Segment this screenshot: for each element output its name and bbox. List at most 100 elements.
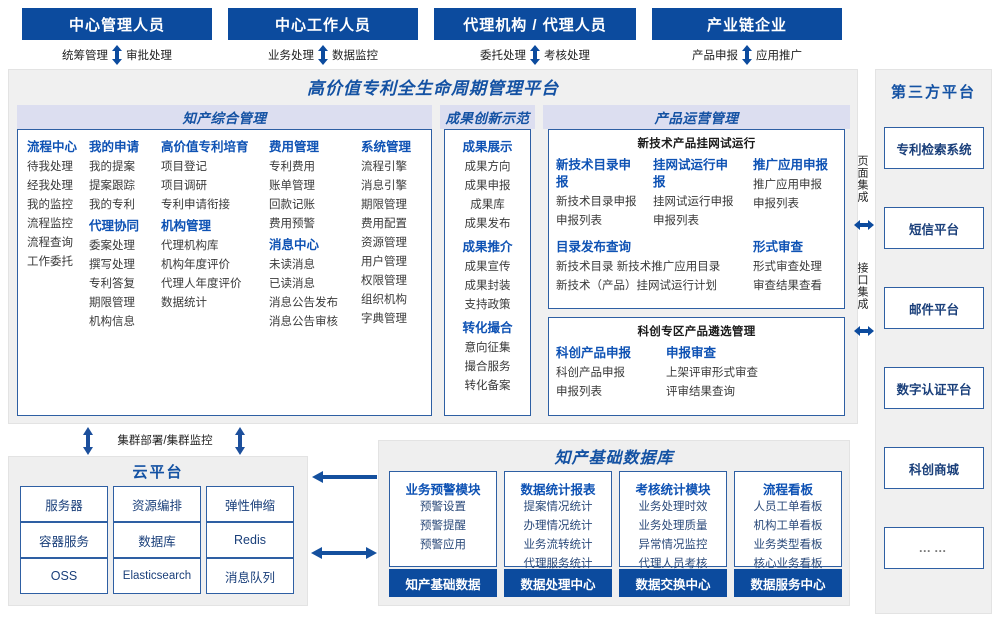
menu-item[interactable]: 提案跟踪 [89,180,135,192]
menu-item[interactable]: 已读消息 [269,278,315,290]
database-column-item[interactable]: 核心业务看板 [753,558,823,570]
menu-item[interactable]: 成果封装 [464,280,511,292]
menu-item[interactable]: 期限管理 [89,297,135,309]
database-column-item[interactable]: 预警设置 [420,501,466,513]
menu-item[interactable]: 新技术目录申报 [556,196,637,208]
menu-item[interactable]: 评审结果查询 [666,386,735,398]
menu-item[interactable]: 意向征集 [464,342,511,354]
database-column-item[interactable]: 预警应用 [420,539,466,551]
menu-item[interactable]: 申报列表 [556,215,602,227]
cloud-item-1[interactable]: 资源编排 [113,486,201,522]
menu-item[interactable]: 申报列表 [753,198,799,210]
third-party-item-4[interactable]: 科创商城 [884,447,984,489]
menu-item[interactable]: 项目调研 [161,180,207,192]
menu-item[interactable]: 专利申请衔接 [161,199,230,211]
database-column-item[interactable]: 业务流转统计 [523,539,593,551]
menu-item[interactable]: 挂网试运行申报 [653,196,734,208]
menu-item[interactable]: 费用预警 [269,218,315,230]
database-column-item[interactable]: 机构工单看板 [753,520,823,532]
menu-item[interactable]: 项目登记 [161,161,207,173]
cloud-item-0[interactable]: 服务器 [20,486,108,522]
menu-item[interactable]: 我的监控 [27,199,73,211]
menu-item[interactable]: 权限管理 [361,275,407,287]
database-column-item[interactable]: 异常情况监控 [638,539,708,551]
menu-item[interactable]: 期限管理 [361,199,407,211]
cloud-item-5[interactable]: Redis [206,522,294,558]
menu-item[interactable]: 消息公告发布 [269,297,338,309]
menu-item[interactable]: 审查结果查看 [753,280,822,292]
third-party-item-1[interactable]: 短信平台 [884,207,984,249]
database-column-item[interactable]: 业务处理时效 [638,501,708,513]
menu-item[interactable]: 成果宣传 [464,261,511,273]
menu-item[interactable]: 机构信息 [89,316,135,328]
database-column-item[interactable]: 人员工单看板 [753,501,823,513]
menu-item[interactable]: 组织机构 [361,294,407,306]
menu-item[interactable]: 成果库 [470,199,505,211]
menu-item[interactable]: 待我处理 [27,161,73,173]
database-footer-2[interactable]: 数据交换中心 [619,569,727,597]
database-column-item[interactable]: 业务类型看板 [753,539,823,551]
database-column-item[interactable]: 提案情况统计 [523,501,593,513]
menu-item[interactable]: 流程查询 [27,237,73,249]
database-footer-1[interactable]: 数据处理中心 [504,569,612,597]
menu-item[interactable]: 形式审查处理 [753,261,822,273]
menu-item[interactable]: 撰写处理 [89,259,135,271]
third-party-item-3[interactable]: 数字认证平台 [884,367,984,409]
third-party-item-5[interactable]: …… [884,527,984,569]
menu-item[interactable]: 流程监控 [27,218,73,230]
menu-item[interactable]: 申报列表 [556,386,602,398]
menu-item[interactable]: 代理机构库 [161,240,219,252]
menu-item[interactable]: 转化备案 [464,380,511,392]
menu-item[interactable]: 机构年度评价 [161,259,230,271]
menu-item[interactable]: 成果方向 [464,161,511,173]
menu-item[interactable]: 代理人年度评价 [161,278,242,290]
menu-item[interactable]: 新技术（产品）挂网试运行计划 [556,280,717,292]
menu-item[interactable]: 撮合服务 [464,361,511,373]
role-bar-1[interactable]: 中心工作人员 [228,8,418,40]
menu-item[interactable]: 用户管理 [361,256,407,268]
menu-item[interactable]: 新技术目录 新技术推广应用目录 [556,261,721,273]
menu-item[interactable]: 数据统计 [161,297,207,309]
cloud-item-6[interactable]: OSS [20,558,108,594]
menu-item[interactable]: 上架评审形式审查 [666,367,758,379]
database-footer-3[interactable]: 数据服务中心 [734,569,842,597]
menu-item[interactable]: 我的专利 [89,199,135,211]
database-column-item[interactable]: 业务处理质量 [638,520,708,532]
third-party-item-0[interactable]: 专利检索系统 [884,127,984,169]
menu-item[interactable]: 成果发布 [464,218,511,230]
database-footer-0[interactable]: 知产基础数据 [389,569,497,597]
menu-item[interactable]: 经我处理 [27,180,73,192]
menu-item[interactable]: 专利答复 [89,278,135,290]
cloud-item-4[interactable]: 数据库 [113,522,201,558]
menu-item[interactable]: 科创产品申报 [556,367,625,379]
menu-item[interactable]: 字典管理 [361,313,407,325]
menu-item[interactable]: 工作委托 [27,256,73,268]
database-column-item[interactable]: 代理人员考核 [638,558,708,570]
cloud-item-3[interactable]: 容器服务 [20,522,108,558]
menu-item[interactable]: 回款记账 [269,199,315,211]
role-bar-0[interactable]: 中心管理人员 [22,8,212,40]
menu-item[interactable]: 未读消息 [269,259,315,271]
menu-item[interactable]: 消息引擎 [361,180,407,192]
role-bar-2[interactable]: 代理机构 / 代理人员 [434,8,636,40]
menu-item[interactable]: 成果申报 [464,180,511,192]
cloud-item-8[interactable]: 消息队列 [206,558,294,594]
database-column-item[interactable]: 代理服务统计 [523,558,593,570]
third-party-item-2[interactable]: 邮件平台 [884,287,984,329]
role-bar-3[interactable]: 产业链企业 [652,8,842,40]
menu-item[interactable]: 账单管理 [269,180,315,192]
menu-item[interactable]: 委案处理 [89,240,135,252]
menu-item[interactable]: 支持政策 [464,299,511,311]
menu-item[interactable]: 申报列表 [653,215,699,227]
menu-item[interactable]: 我的提案 [89,161,135,173]
cloud-item-2[interactable]: 弹性伸缩 [206,486,294,522]
menu-item[interactable]: 专利费用 [269,161,315,173]
menu-item[interactable]: 资源管理 [361,237,407,249]
database-column-item[interactable]: 预警提醒 [420,520,466,532]
menu-item[interactable]: 费用配置 [361,218,407,230]
menu-item[interactable]: 流程引擎 [361,161,407,173]
cloud-item-7[interactable]: Elasticsearch [113,558,201,594]
menu-item[interactable]: 推广应用申报 [753,179,822,191]
menu-item[interactable]: 消息公告审核 [269,316,338,328]
database-column-item[interactable]: 办理情况统计 [523,520,593,532]
